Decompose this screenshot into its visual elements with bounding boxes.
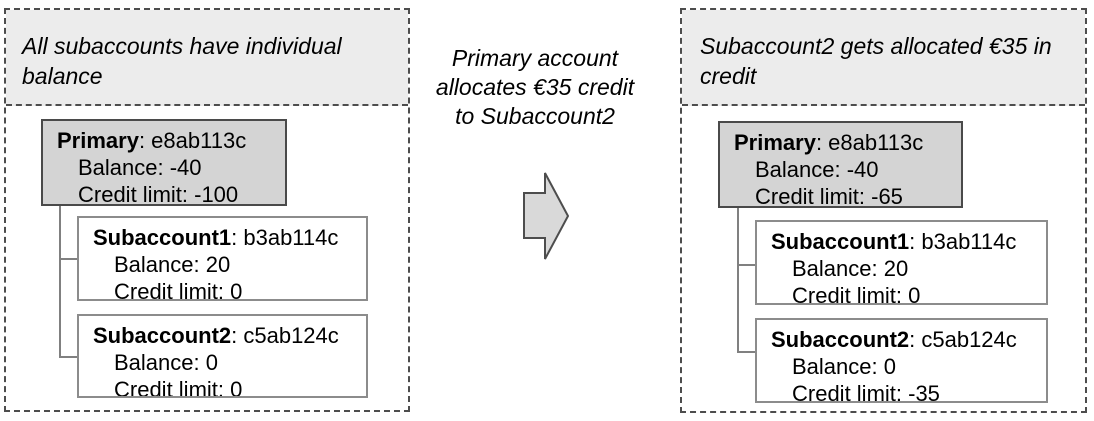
account-credit-limit: Credit limit: 0 (792, 283, 921, 305)
account-balance: Balance: -40 (755, 157, 879, 182)
subaccount2-box: Subaccount2: c5ab124c Balance: 0 Credit … (77, 314, 368, 398)
account-title: Subaccount1: b3ab114c (79, 224, 366, 251)
account-name: Subaccount1 (93, 225, 232, 250)
account-title: Primary: e8ab113c (43, 127, 285, 154)
tree-connector-vertical (737, 208, 739, 353)
account-id: : e8ab113c (815, 130, 924, 155)
transition-label-line: to Subaccount2 (455, 103, 615, 129)
tree-connector-stub (59, 258, 77, 260)
after-state-panel: Subaccount2 gets allocated €35 in credit… (680, 8, 1087, 413)
account-balance: Balance: 0 (114, 350, 218, 375)
account-credit-limit: Credit limit: -100 (78, 182, 239, 206)
tree-connector-stub (737, 264, 755, 266)
account-name: Subaccount2 (93, 323, 232, 348)
account-id: : c5ab124c (231, 323, 339, 348)
after-state-caption: Subaccount2 gets allocated €35 in credit (682, 10, 1085, 106)
account-id: : b3ab114c (231, 225, 339, 250)
tree-connector-stub (737, 351, 755, 353)
account-title: Subaccount2: c5ab124c (757, 326, 1046, 353)
account-credit-limit: Credit limit: -65 (755, 184, 903, 208)
account-balance: Balance: 20 (792, 256, 909, 281)
subaccount2-box: Subaccount2: c5ab124c Balance: 0 Credit … (755, 318, 1048, 403)
account-credit-limit: Credit limit: 0 (114, 377, 243, 398)
account-title: Primary: e8ab113c (720, 129, 961, 156)
block-arrow-right-icon (523, 172, 569, 260)
account-balance: Balance: -40 (78, 155, 202, 180)
account-id: : c5ab124c (909, 327, 1017, 352)
primary-account-box: Primary: e8ab113c Balance: -40 Credit li… (718, 121, 963, 208)
account-name: Subaccount2 (771, 327, 910, 352)
transition-label-line: allocates €35 credit (435, 74, 635, 100)
account-name: Primary (734, 130, 816, 155)
account-id: : b3ab114c (909, 229, 1017, 254)
tree-connector-vertical (59, 206, 61, 358)
account-title: Subaccount1: b3ab114c (757, 228, 1046, 255)
account-balance: Balance: 20 (114, 252, 231, 277)
account-credit-limit: Credit limit: 0 (114, 279, 243, 301)
account-id: : e8ab113c (138, 128, 247, 153)
subaccount1-box: Subaccount1: b3ab114c Balance: 20 Credit… (77, 216, 368, 301)
account-name: Primary (57, 128, 139, 153)
before-state-panel: All subaccounts have individual balance … (4, 8, 410, 412)
tree-connector-stub (59, 356, 77, 358)
primary-account-box: Primary: e8ab113c Balance: -40 Credit li… (41, 119, 287, 206)
account-name: Subaccount1 (771, 229, 910, 254)
subaccount1-box: Subaccount1: b3ab114c Balance: 20 Credit… (755, 220, 1048, 305)
account-title: Subaccount2: c5ab124c (79, 322, 366, 349)
transition-label-line: Primary account (451, 45, 619, 71)
account-balance: Balance: 0 (792, 354, 896, 379)
before-state-caption: All subaccounts have individual balance (6, 10, 408, 106)
account-credit-limit: Credit limit: -35 (792, 381, 940, 403)
transition-label: Primary account allocates €35 credit to … (420, 44, 650, 131)
